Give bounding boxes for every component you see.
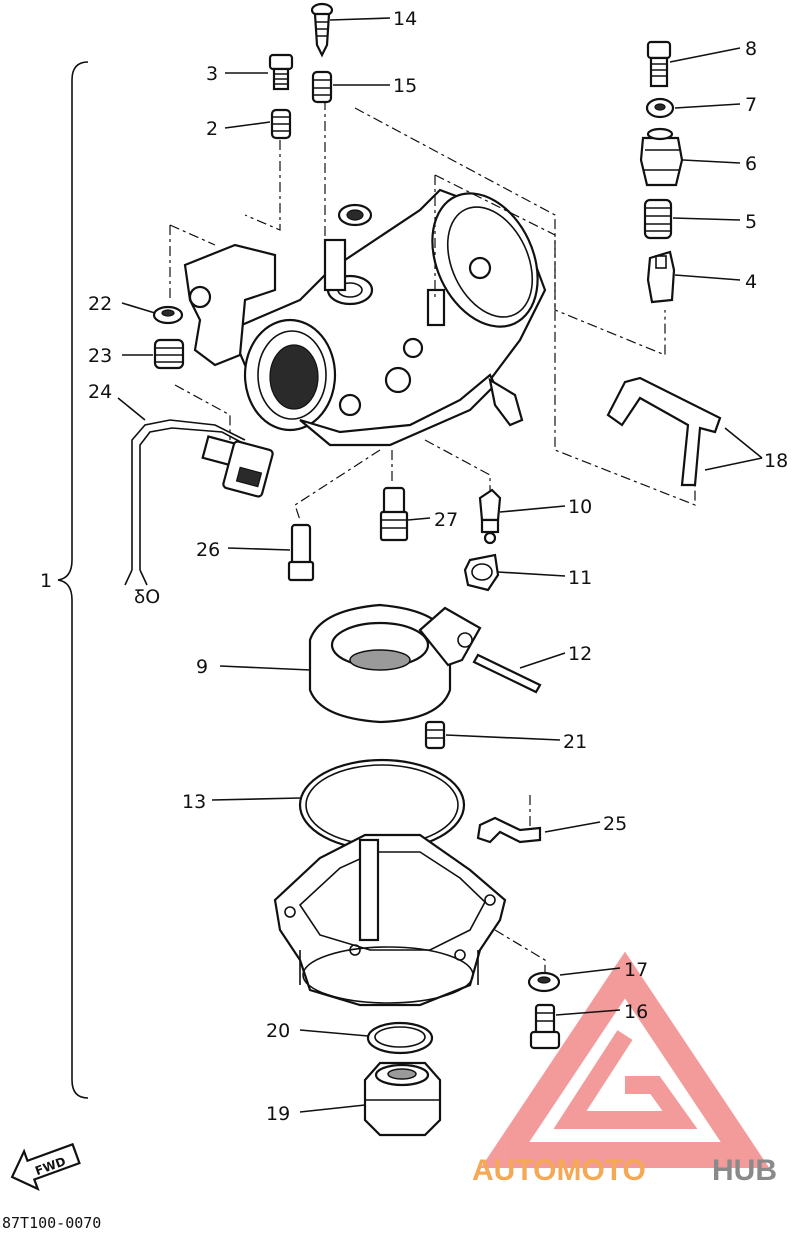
part-4-plunger xyxy=(646,250,676,304)
callout-22: 22 xyxy=(88,293,112,315)
part-16-screw xyxy=(529,1003,561,1050)
part-5-spring xyxy=(643,198,673,240)
leader-lines xyxy=(117,17,763,1113)
wire-end-label: ꝽO xyxy=(134,586,160,608)
part-18-hoses xyxy=(606,376,722,487)
part-13-gasket xyxy=(298,758,466,852)
callout-1: 1 xyxy=(40,570,52,592)
callout-4: 4 xyxy=(745,271,757,293)
part-22-cap xyxy=(152,305,184,325)
callout-2: 2 xyxy=(206,118,218,140)
callout-12: 12 xyxy=(568,643,592,665)
callout-6: 6 xyxy=(745,153,757,175)
part-17-washer xyxy=(527,971,561,993)
callout-25: 25 xyxy=(603,813,627,835)
part-15-spring xyxy=(311,70,333,104)
float-chamber xyxy=(273,833,507,1007)
part-26-jet-holder xyxy=(287,523,315,582)
part-11-clip xyxy=(463,553,500,592)
part-24-sensor-wire: ꝽO xyxy=(124,419,274,608)
part-10-needle-valve xyxy=(478,488,502,545)
watermark-logo xyxy=(480,951,770,1168)
assembly-lines xyxy=(169,100,696,980)
drawing-code: 87T100-0070 xyxy=(2,1214,101,1232)
callout-7: 7 xyxy=(745,94,757,116)
callout-20: 20 xyxy=(266,1020,290,1042)
callout-24: 24 xyxy=(88,381,112,403)
callout-13: 13 xyxy=(182,791,206,813)
callout-18: 18 xyxy=(764,450,788,472)
part-2-spring xyxy=(270,108,292,140)
part-27-jet xyxy=(379,486,409,542)
part-21-screw xyxy=(424,720,446,750)
callout-9: 9 xyxy=(196,656,208,678)
part-3-screw xyxy=(268,53,294,91)
part-20-oring xyxy=(366,1021,434,1055)
callout-3: 3 xyxy=(206,63,218,85)
assembly-brace: 1 xyxy=(40,61,89,1099)
part-7-washer xyxy=(645,97,675,119)
part-25-bracket xyxy=(476,816,542,844)
carburetor-body xyxy=(183,188,547,447)
callout-19: 19 xyxy=(266,1103,290,1125)
watermark-text: AUTOMOTO HUB xyxy=(472,1154,777,1187)
callout-27: 27 xyxy=(434,509,458,531)
callout-23: 23 xyxy=(88,345,112,367)
callout-15: 15 xyxy=(393,75,417,97)
part-12-pin xyxy=(472,653,542,694)
part-19-drain-plug xyxy=(363,1061,442,1137)
part-6-valve-seat xyxy=(639,127,684,187)
fwd-arrow-icon: FWD xyxy=(10,1142,81,1192)
part-8-bolt xyxy=(646,40,672,88)
part-23-spring xyxy=(153,338,185,370)
callout-17: 17 xyxy=(624,959,648,981)
callout-5: 5 xyxy=(745,211,757,233)
callout-10: 10 xyxy=(568,496,592,518)
part-14-screw xyxy=(310,2,334,58)
callout-21: 21 xyxy=(563,731,587,753)
callout-26: 26 xyxy=(196,539,220,561)
watermark-part1: AUTOMOTO xyxy=(472,1154,646,1187)
part-9-float xyxy=(308,603,482,724)
callout-14: 14 xyxy=(393,8,417,30)
watermark-part2: HUB xyxy=(712,1154,777,1187)
callout-11: 11 xyxy=(568,567,592,589)
callout-16: 16 xyxy=(624,1001,648,1023)
callout-8: 8 xyxy=(745,38,757,60)
callout-numbers: 3 2 14 15 8 7 6 5 4 22 23 24 18 10 27 26… xyxy=(88,8,788,1125)
